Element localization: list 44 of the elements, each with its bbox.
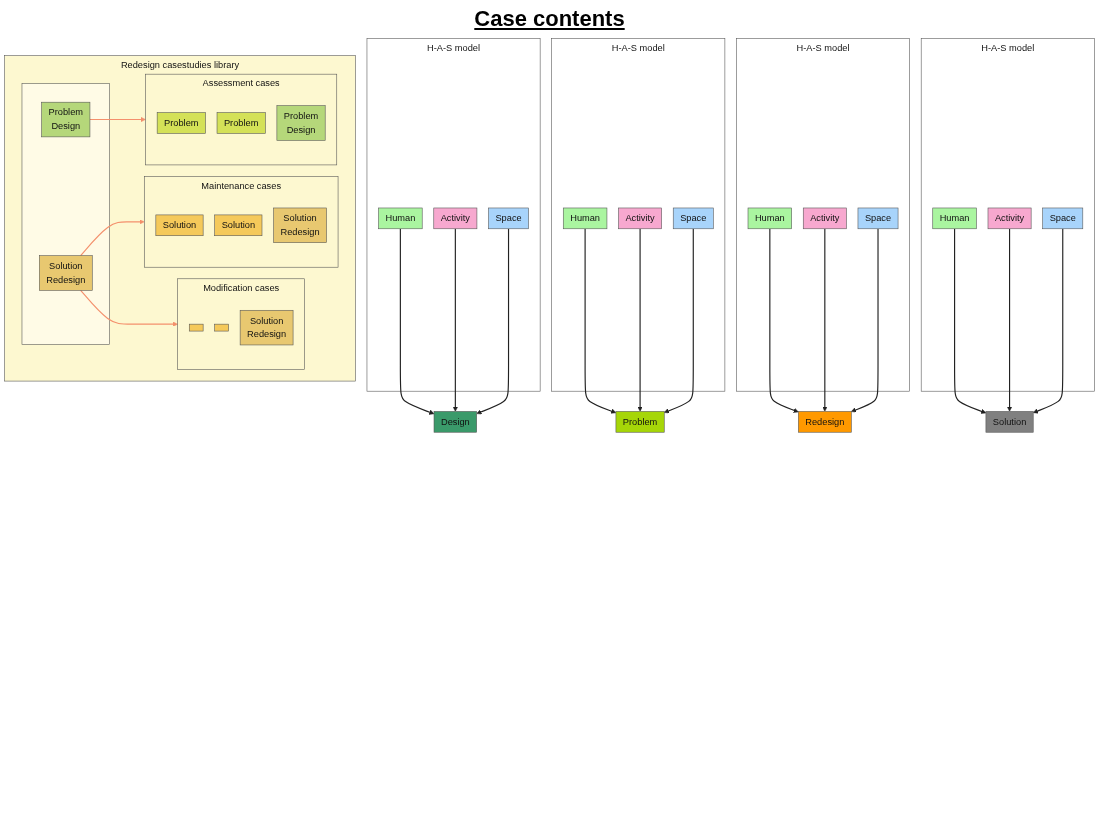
arrow (80, 289, 178, 327)
node-box: Problem (615, 411, 665, 433)
node-box: Solution (985, 411, 1034, 433)
arrow (637, 228, 643, 412)
node-box: Activity (433, 207, 478, 230)
arrow (80, 219, 145, 257)
node-box: Human (378, 207, 423, 230)
node-box: Activity (618, 207, 662, 230)
arrow (89, 117, 146, 123)
arrow (822, 228, 828, 412)
cluster (21, 83, 110, 345)
node-box: Solution (214, 214, 263, 236)
arrow (769, 228, 799, 413)
arrow (584, 228, 617, 414)
arrow (1007, 228, 1013, 412)
node-box: Design (433, 411, 477, 433)
node-box: Space (857, 207, 899, 230)
node-box: Problem Design (276, 105, 326, 141)
node-box: Problem Design (41, 101, 91, 138)
node-box (189, 323, 204, 332)
arrow (851, 228, 879, 413)
node-box: Human (562, 207, 608, 230)
arrow (1033, 228, 1064, 414)
arrow (399, 228, 435, 415)
node-box: Solution (155, 214, 204, 236)
arrow (452, 228, 458, 412)
arrow (476, 228, 510, 415)
node-box: Human (747, 207, 792, 230)
node-box: Redesign (798, 411, 852, 433)
node-box: Activity (987, 207, 1032, 230)
arrow (664, 228, 694, 414)
node-box: Space (672, 207, 714, 230)
node-box: Solution Redesign (273, 207, 327, 243)
node-box: Human (932, 207, 977, 230)
node-box: Problem (216, 112, 266, 134)
node-box (214, 323, 229, 332)
node-box: Space (488, 207, 529, 230)
diagram-title: Case contents (473, 6, 626, 32)
node-box: Problem (156, 112, 206, 134)
node-box: Solution Redesign (39, 255, 93, 291)
node-box: Solution Redesign (239, 310, 294, 346)
arrow (954, 228, 987, 414)
node-box: Activity (802, 207, 847, 230)
node-box: Space (1042, 207, 1084, 230)
